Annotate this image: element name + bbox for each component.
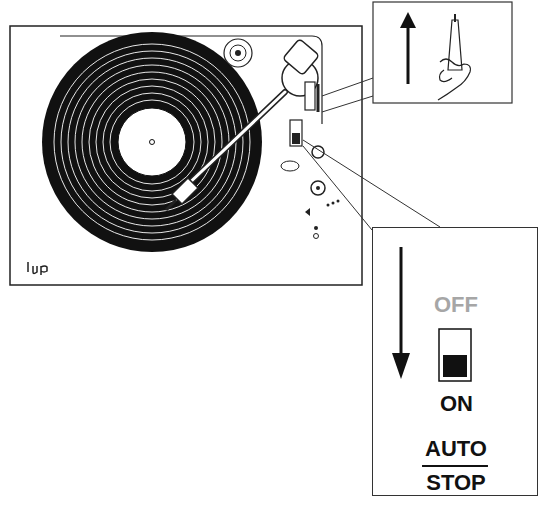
switch-off-label: OFF bbox=[434, 292, 478, 318]
auto-stop-label: AUTO STOP bbox=[425, 432, 487, 500]
arrow-head bbox=[392, 353, 410, 379]
record-groove bbox=[110, 100, 194, 184]
slide-switch bbox=[439, 329, 471, 381]
record-groove bbox=[103, 93, 201, 191]
record-groove bbox=[82, 72, 222, 212]
record-groove bbox=[54, 44, 250, 240]
divider-line bbox=[422, 465, 488, 467]
record-groove bbox=[89, 79, 215, 205]
record-groove bbox=[75, 65, 229, 219]
record-groove bbox=[68, 58, 236, 226]
switch-on-label: ON bbox=[440, 391, 473, 417]
record-groove bbox=[61, 51, 243, 233]
down-arrow bbox=[400, 247, 403, 357]
switch-knob bbox=[443, 355, 467, 377]
callout-inset: OFFONAUTO STOP bbox=[372, 227, 538, 496]
